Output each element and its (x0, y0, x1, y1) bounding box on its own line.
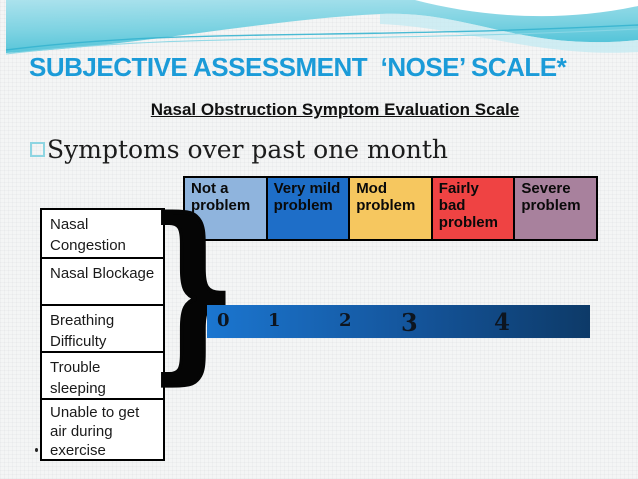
scale-tick-2: 2 (339, 310, 352, 331)
bullet-line: Symptoms over past one month (30, 135, 590, 164)
table-row-breathing-difficulty: Breathing Difficulty (42, 304, 163, 351)
rating-cell-very-mild-problem: Very mild problem (265, 178, 349, 239)
square-bullet-icon (30, 142, 45, 157)
top-wave-decoration (5, 0, 638, 55)
rating-cell-not-a-problem: Not a problem (185, 178, 266, 239)
table-row-nasal-blockage: Nasal Blockage (42, 257, 163, 304)
scale-tick-4: 4 (494, 309, 511, 336)
scale-tick-0: 0 (217, 310, 230, 331)
slide-title: SUBJECTIVE ASSESSMENT ‘NOSE’ SCALE* (29, 52, 567, 82)
symptom-table: Nasal Congestion Nasal Blockage Breathin… (40, 208, 165, 461)
bullet-text: Symptoms over past one month (47, 135, 449, 164)
stray-dot-artifact (35, 448, 38, 452)
table-row-trouble-sleeping: Trouble sleeping (42, 351, 163, 398)
scale-tick-3: 3 (401, 308, 418, 337)
table-row-unable-air-exercise: Unable to get air during exercise (42, 398, 163, 459)
table-row-nasal-congestion: Nasal Congestion (42, 210, 163, 257)
curly-brace: } (149, 176, 236, 402)
scale-bar: 0 1 2 3 4 (207, 305, 590, 338)
slide-subtitle: Nasal Obstruction Symptom Evaluation Sca… (150, 100, 520, 119)
scale-tick-1: 1 (268, 310, 281, 331)
rating-cell-severe-problem: Severe problem (513, 178, 596, 239)
rating-header-row: Not a problem Very mild problem Mod prob… (183, 176, 598, 241)
rating-cell-mod-problem: Mod problem (348, 178, 431, 239)
rating-cell-fairly-bad-problem: Fairly bad problem (430, 178, 514, 239)
